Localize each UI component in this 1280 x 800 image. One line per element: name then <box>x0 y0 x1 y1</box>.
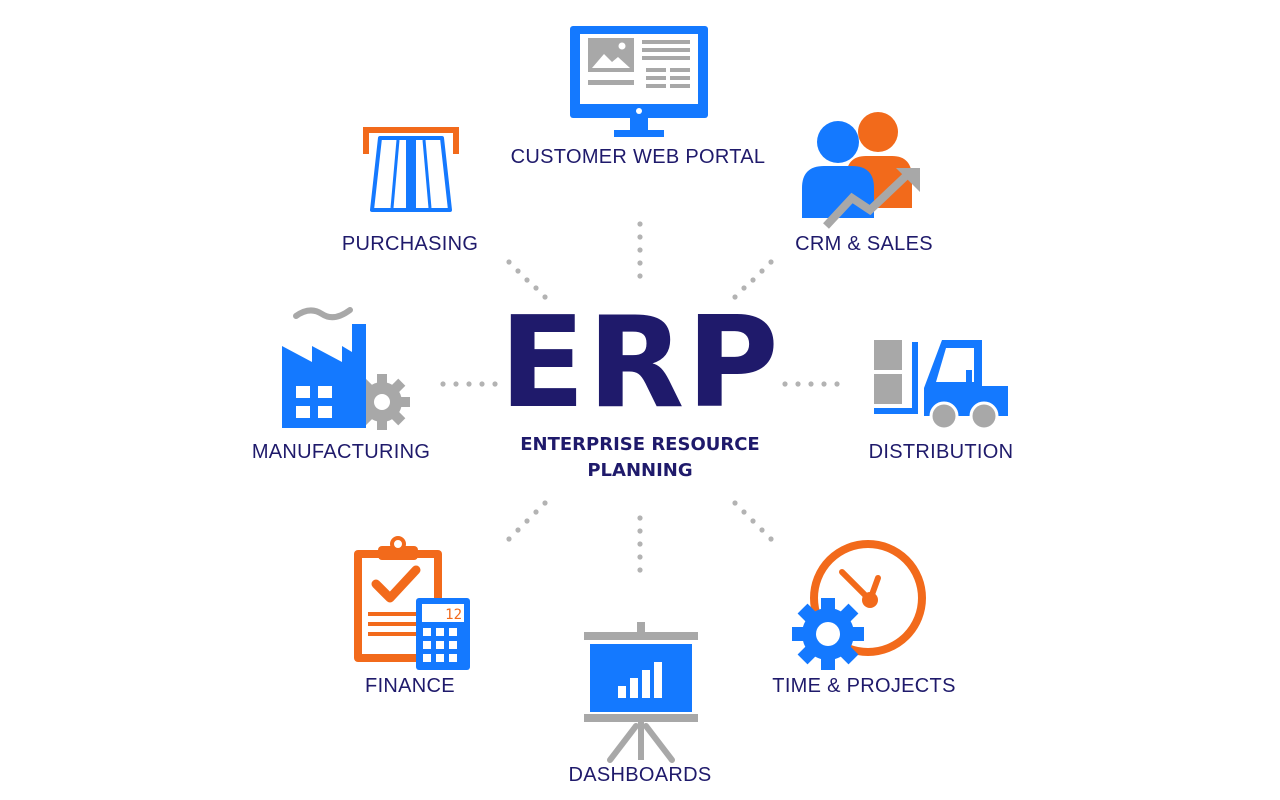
crm-people-chart-icon <box>802 112 920 229</box>
presentation-board-icon <box>584 622 698 763</box>
forklift-icon <box>874 340 1008 431</box>
erp-subtitle: ENTERPRISE RESOURCE PLANNING <box>490 432 790 484</box>
clipboard-calculator-icon <box>354 536 470 670</box>
label-customer-web-portal: CUSTOMER WEB PORTAL <box>510 146 766 168</box>
label-finance: FINANCE <box>365 675 455 697</box>
calculator-display: 12 <box>445 607 462 623</box>
label-crm-sales: CRM & SALES <box>795 233 933 255</box>
label-manufacturing: MANUFACTURING <box>251 441 431 463</box>
factory-gear-icon <box>282 307 410 430</box>
erp-title: ERP <box>499 289 781 436</box>
erp-subtitle-line1: ENTERPRISE RESOURCE <box>520 434 760 455</box>
monitor-icon <box>570 26 708 137</box>
clock-gear-icon <box>792 540 926 670</box>
label-time-projects: TIME & PROJECTS <box>772 675 956 697</box>
label-purchasing: PURCHASING <box>341 233 479 255</box>
label-dashboards: DASHBOARDS <box>568 764 712 786</box>
label-distribution: DISTRIBUTION <box>868 441 1014 463</box>
credit-card-slot-icon <box>363 127 459 212</box>
erp-subtitle-line2: PLANNING <box>587 460 693 482</box>
